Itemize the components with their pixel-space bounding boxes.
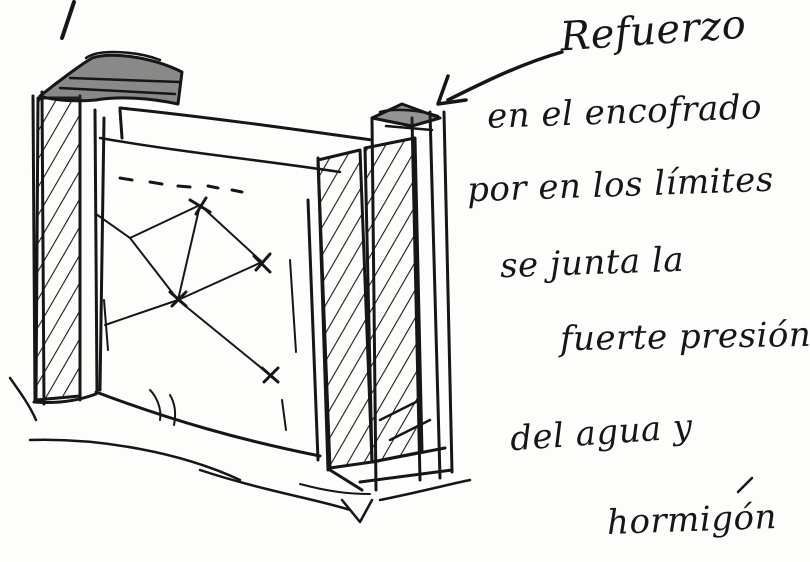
right-reinforcement-bracket <box>370 102 442 132</box>
handwritten-tick <box>736 476 754 494</box>
annotation-line-7: hormigón <box>606 497 778 543</box>
ground-lines <box>8 376 472 512</box>
annotation-arrow <box>436 50 564 106</box>
stray-stroke <box>60 0 76 40</box>
left-reinforcement-bracket <box>38 50 184 140</box>
concrete-mass <box>94 106 374 458</box>
annotation-line-5: fuerte presión <box>559 314 810 360</box>
right-formwork-board <box>306 110 454 524</box>
left-formwork-board <box>31 90 106 406</box>
annotation-line-4: se junta la <box>499 239 685 287</box>
